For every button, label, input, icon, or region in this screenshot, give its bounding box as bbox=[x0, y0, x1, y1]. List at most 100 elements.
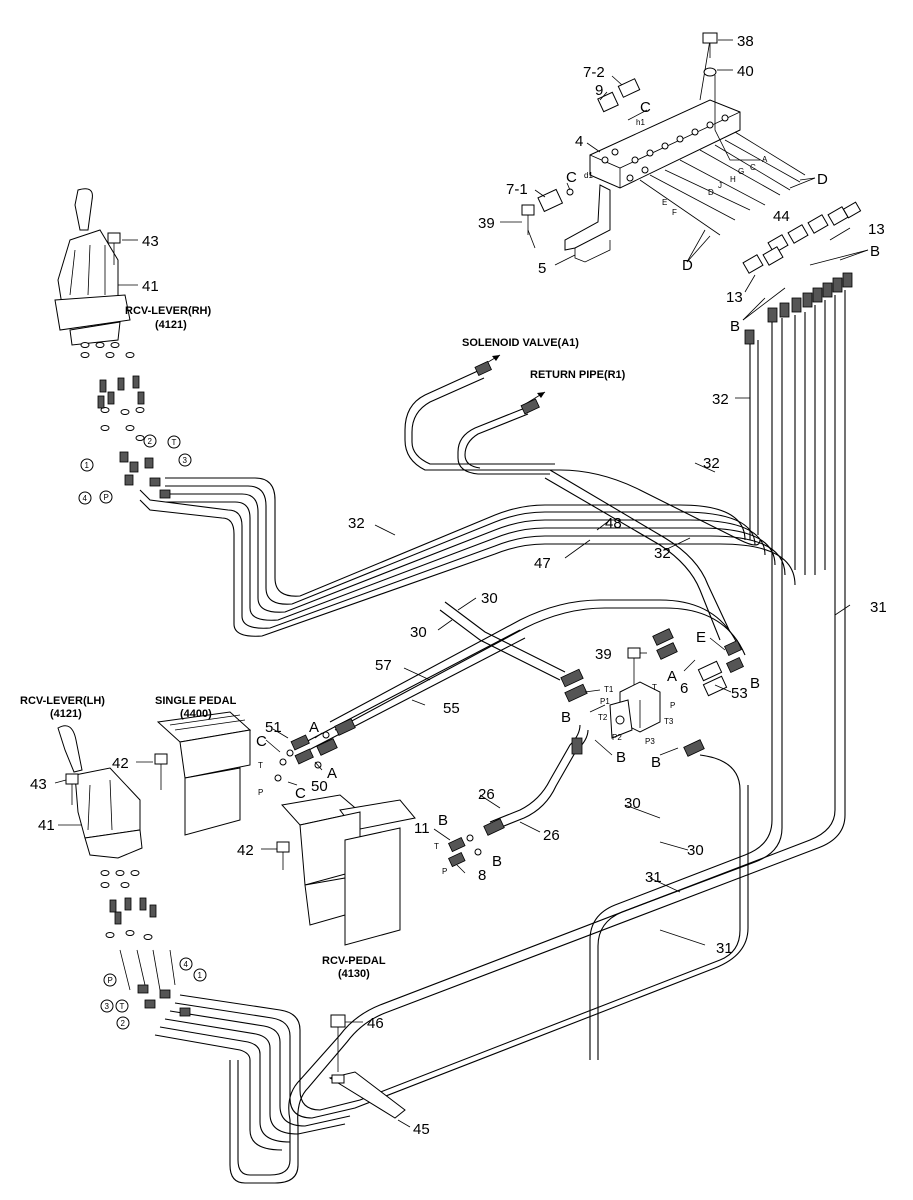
label-13-top: 13 bbox=[868, 221, 885, 238]
svg-text:T: T bbox=[652, 683, 657, 692]
bolt-42-lh bbox=[154, 753, 168, 790]
svg-text:T: T bbox=[172, 438, 177, 447]
label-51: 51 bbox=[265, 719, 282, 736]
bolt-39-top bbox=[521, 204, 536, 249]
caption-solenoid-valve: SOLENOID VALVE(A1) bbox=[462, 337, 579, 349]
label-c-50: C bbox=[295, 785, 306, 802]
rcv-pedal bbox=[281, 794, 416, 946]
fitting-7-1 bbox=[537, 188, 574, 213]
label-43-top: 43 bbox=[142, 233, 159, 250]
svg-text:P: P bbox=[670, 701, 675, 710]
label-8: 8 bbox=[478, 867, 486, 884]
label-b-53: B bbox=[750, 675, 760, 692]
label-31-right: 31 bbox=[870, 599, 887, 616]
label-6: 6 bbox=[680, 680, 688, 697]
svg-text:3: 3 bbox=[183, 456, 188, 465]
hose-57-55 bbox=[299, 599, 746, 753]
label-55: 55 bbox=[443, 700, 460, 717]
label-48: 48 bbox=[605, 515, 622, 532]
svg-text:3: 3 bbox=[105, 1002, 110, 1011]
caption-rcv-pedal-code: (4130) bbox=[338, 968, 370, 980]
label-53: 53 bbox=[731, 685, 748, 702]
leader-lines bbox=[54, 39, 869, 1128]
label-47: 47 bbox=[534, 555, 551, 572]
block-letters: A C G H J D E F h1 d1 bbox=[584, 118, 768, 217]
circled-ports-lh: P 4 1 3 T 2 bbox=[100, 957, 207, 1030]
label-30-top: 30 bbox=[481, 590, 498, 607]
caption-rcv-lever-lh: RCV-LEVER(LH) bbox=[20, 695, 105, 707]
label-42-lh: 42 bbox=[112, 755, 129, 772]
label-d-bottom: D bbox=[682, 257, 693, 274]
hose-vertical-right-bundle bbox=[229, 290, 846, 1184]
label-b-right: B bbox=[870, 243, 880, 260]
label-7-2: 7-2 bbox=[583, 64, 605, 81]
label-c-left: C bbox=[566, 169, 577, 186]
label-c-top: C bbox=[640, 99, 651, 116]
label-38: 38 bbox=[737, 33, 754, 50]
bolt-43-lh bbox=[65, 773, 79, 805]
part-labels: 38 40 7-2 9 C 4 C 7-1 39 5 D D 44 13 B 1… bbox=[30, 33, 887, 1138]
svg-text:H: H bbox=[730, 175, 736, 184]
svg-text:2: 2 bbox=[148, 437, 153, 446]
hose-47-48 bbox=[544, 469, 731, 641]
captions: RCV-LEVER(RH) (4121) SOLENOID VALVE(A1) … bbox=[20, 305, 626, 980]
label-30-lower: 30 bbox=[624, 795, 641, 812]
fittings-11-8 bbox=[448, 818, 505, 868]
label-44: 44 bbox=[773, 208, 790, 225]
svg-text:P3: P3 bbox=[645, 737, 655, 746]
svg-text:T2: T2 bbox=[598, 713, 608, 722]
hose-bundle-rh-to-right bbox=[139, 477, 796, 637]
label-a-50: A bbox=[327, 765, 337, 782]
fittings-13-group bbox=[742, 201, 862, 274]
svg-text:C: C bbox=[750, 163, 756, 172]
label-32-mid: 32 bbox=[703, 455, 720, 472]
distribution-block bbox=[564, 39, 806, 263]
rcv-lever-rh bbox=[54, 188, 131, 346]
label-4: 4 bbox=[575, 133, 583, 150]
bolt-46 bbox=[330, 1014, 346, 1072]
svg-text:A: A bbox=[762, 155, 768, 164]
svg-text:T: T bbox=[120, 1002, 125, 1011]
label-13-left: 13 bbox=[726, 289, 743, 306]
svg-text:P: P bbox=[442, 867, 447, 876]
label-31-low: 31 bbox=[716, 940, 733, 957]
svg-text:1: 1 bbox=[85, 461, 90, 470]
hose-ends-top-right bbox=[744, 272, 853, 345]
circled-ports-rh: 1 2 T 3 4 P bbox=[78, 434, 192, 505]
hose-30 bbox=[439, 601, 566, 681]
bolt-43-top bbox=[107, 232, 121, 265]
svg-text:F: F bbox=[672, 208, 677, 217]
hose-26 bbox=[489, 724, 589, 831]
label-41-lh: 41 bbox=[38, 817, 55, 834]
fittings-53 bbox=[560, 628, 744, 757]
o-rings-lh bbox=[100, 870, 191, 1017]
arrows bbox=[474, 354, 546, 415]
caption-rcv-lever-rh: RCV-LEVER(RH) bbox=[125, 305, 212, 317]
label-d-top: D bbox=[817, 171, 828, 188]
caption-rcv-lever-lh-code: (4121) bbox=[50, 708, 82, 720]
caption-rcv-pedal: RCV-PEDAL bbox=[322, 955, 386, 967]
svg-text:J: J bbox=[718, 181, 722, 190]
svg-text:E: E bbox=[662, 198, 667, 207]
svg-text:P: P bbox=[258, 788, 263, 797]
svg-text:P1: P1 bbox=[600, 697, 610, 706]
svg-text:1: 1 bbox=[198, 971, 203, 980]
label-b-8: B bbox=[492, 853, 502, 870]
label-32-left: 32 bbox=[348, 515, 365, 532]
svg-text:4: 4 bbox=[83, 494, 88, 503]
valve-port-letters: T1 T P1 P T2 P2 P3 T3 T P T P bbox=[258, 683, 675, 876]
label-26-top: 26 bbox=[478, 786, 495, 803]
label-5: 5 bbox=[538, 260, 546, 277]
svg-text:P: P bbox=[108, 976, 113, 985]
fittings-51-50 bbox=[274, 718, 356, 782]
label-43-lh: 43 bbox=[30, 776, 47, 793]
svg-text:T: T bbox=[434, 842, 439, 851]
label-a-valve: A bbox=[667, 668, 677, 685]
label-b-p2: B bbox=[616, 749, 626, 766]
hose-solenoid-32 bbox=[404, 369, 761, 546]
caption-return-pipe: RETURN PIPE(R1) bbox=[530, 369, 626, 381]
label-11: 11 bbox=[414, 820, 430, 837]
label-39-mid: 39 bbox=[595, 646, 612, 663]
svg-text:G: G bbox=[738, 167, 744, 176]
hose-return-pipe bbox=[457, 407, 550, 475]
